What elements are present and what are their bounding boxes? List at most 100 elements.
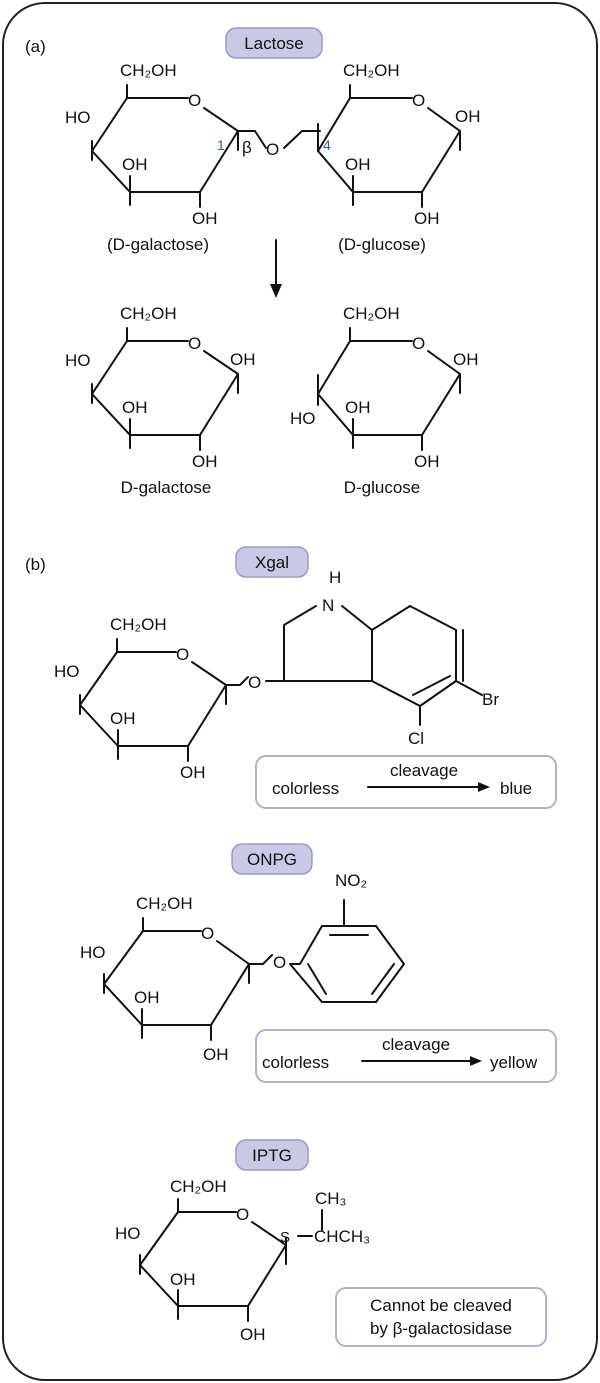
galactose-residue-name: (D-galactose) — [107, 235, 209, 254]
linkage-oxygen-label: O — [273, 953, 286, 972]
oh-label: OH — [170, 1270, 196, 1289]
ch2oh-label: CH₂OH — [120, 61, 177, 80]
carbon-4-label: 4 — [323, 137, 331, 153]
xgal-sugar-ring: CH₂OH O HO OH OH — [54, 615, 227, 782]
xgal-box-frame — [255, 755, 557, 809]
lactose-galactose-ring: CH₂OH O HO OH OH — [65, 61, 239, 228]
onpg-from-label: colorless — [262, 1053, 329, 1072]
ring-oxygen-label: O — [412, 91, 425, 110]
onpg-reaction-box: colorless cleavage yellow — [255, 1029, 557, 1083]
oh-label: OH — [122, 155, 148, 174]
xgal-reaction-box: colorless cleavage blue — [255, 755, 557, 809]
ring-oxygen-label: O — [188, 91, 201, 110]
ring-oxygen-label: O — [236, 1205, 249, 1224]
bromine-label: Br — [482, 690, 499, 709]
linkage-oxygen-label: O — [248, 673, 261, 692]
oh-label: OH — [453, 350, 479, 369]
oh-label: OH — [192, 209, 218, 228]
ring-bonds — [79, 651, 227, 747]
xgal-arrow-head — [478, 782, 490, 792]
benzene-bonds — [289, 899, 405, 1003]
xgal-pill-bg — [235, 546, 309, 578]
xgal-title: Xgal — [255, 553, 289, 572]
ring-bonds — [317, 97, 461, 193]
iptg-note-line-1: Cannot be cleaved — [370, 1296, 512, 1315]
xgal-pill: Xgal — [235, 546, 309, 578]
nh-hydrogen-label: H — [329, 568, 341, 587]
onpg-pill: ONPG — [231, 843, 313, 875]
reaction-arrow-head — [270, 284, 282, 298]
ring-oxygen-label: O — [412, 334, 425, 353]
oh-label: OH — [134, 988, 160, 1007]
oh-label: OH — [414, 209, 440, 228]
carbon-1-label: 1 — [217, 137, 225, 153]
ho-label: HO — [115, 1224, 141, 1243]
onpg-box-frame — [255, 1029, 557, 1083]
ring-bonds — [91, 340, 239, 436]
xgal-indole: H N Br Cl — [265, 568, 499, 748]
ch2oh-label: CH₂OH — [120, 304, 177, 323]
ring-bonds — [317, 340, 461, 436]
beta-label: β — [242, 138, 252, 157]
oh-label: OH — [345, 155, 371, 174]
indole-bonds — [265, 605, 483, 726]
onpg-arrow-label: cleavage — [382, 1035, 450, 1054]
onpg-title: ONPG — [247, 850, 297, 869]
substituent-bonds — [103, 917, 250, 1041]
ho-label: HO — [290, 409, 316, 428]
substituent-bonds — [317, 327, 461, 451]
onpg-sugar-ring: CH₂OH O HO OH OH — [80, 894, 250, 1064]
ch2oh-label: CH₂OH — [170, 1177, 227, 1196]
bridge-oxygen-label: O — [266, 140, 279, 159]
ho-label: HO — [65, 108, 91, 127]
oh-label: OH — [110, 709, 136, 728]
substituent-bonds — [79, 638, 227, 762]
xgal-arrow-label: cleavage — [390, 761, 458, 780]
glycosidic-bond — [237, 130, 321, 149]
lactose-pill-bg — [225, 27, 323, 59]
substituent-bonds — [139, 1198, 287, 1322]
substituent-bonds — [317, 84, 461, 208]
ring-oxygen-label: O — [201, 924, 214, 943]
product-glucose-name: D-glucose — [344, 478, 421, 497]
thio-linkage-bond — [297, 1209, 323, 1237]
iptg-title: IPTG — [252, 1146, 292, 1165]
onpg-linkage-bond — [248, 954, 273, 965]
oh-label: OH — [203, 1045, 229, 1064]
glucose-residue-name: (D-glucose) — [338, 235, 426, 254]
oh-label: OH — [345, 398, 371, 417]
isopropyl-label: CHCH₃ — [314, 1227, 370, 1246]
oh-label: OH — [455, 107, 481, 126]
lactose-pill: Lactose — [225, 27, 323, 59]
onpg-pill-bg — [231, 843, 313, 875]
ho-label: HO — [54, 662, 80, 681]
iptg-note-box: Cannot be cleaved by β-galactosidase — [335, 1287, 547, 1347]
ring-bonds — [103, 930, 250, 1026]
iptg-pill: IPTG — [235, 1139, 309, 1171]
panel-a-label: (a) — [25, 37, 46, 56]
ho-label: HO — [80, 943, 106, 962]
iptg-note-line-2: by β-galactosidase — [370, 1319, 512, 1338]
sulfur-label: S — [280, 1229, 290, 1246]
lactose-glucose-ring: CH₂OH O OH OH OH — [317, 61, 481, 228]
product-galactose-ring: CH₂OH O HO OH OH OH — [65, 304, 256, 471]
oh-label: OH — [230, 350, 256, 369]
lactose-title: Lactose — [244, 34, 304, 53]
panel-b-label: (b) — [25, 555, 46, 574]
oh-label: OH — [240, 1325, 266, 1344]
product-glucose-ring: CH₂OH O OH HO OH OH — [290, 304, 479, 471]
chlorine-label: Cl — [408, 729, 424, 748]
ch2oh-label: CH₂OH — [136, 894, 193, 913]
oh-label: OH — [414, 452, 440, 471]
ring-bonds — [91, 97, 239, 193]
iptg-pill-bg — [235, 1139, 309, 1171]
substituent-bonds — [91, 327, 239, 451]
product-galactose-name: D-galactose — [121, 478, 212, 497]
substituent-bonds — [91, 84, 239, 208]
oh-label: OH — [180, 763, 206, 782]
nitrogen-label: N — [322, 596, 334, 615]
ho-label: HO — [65, 351, 91, 370]
ch2oh-label: CH₂OH — [343, 61, 400, 80]
